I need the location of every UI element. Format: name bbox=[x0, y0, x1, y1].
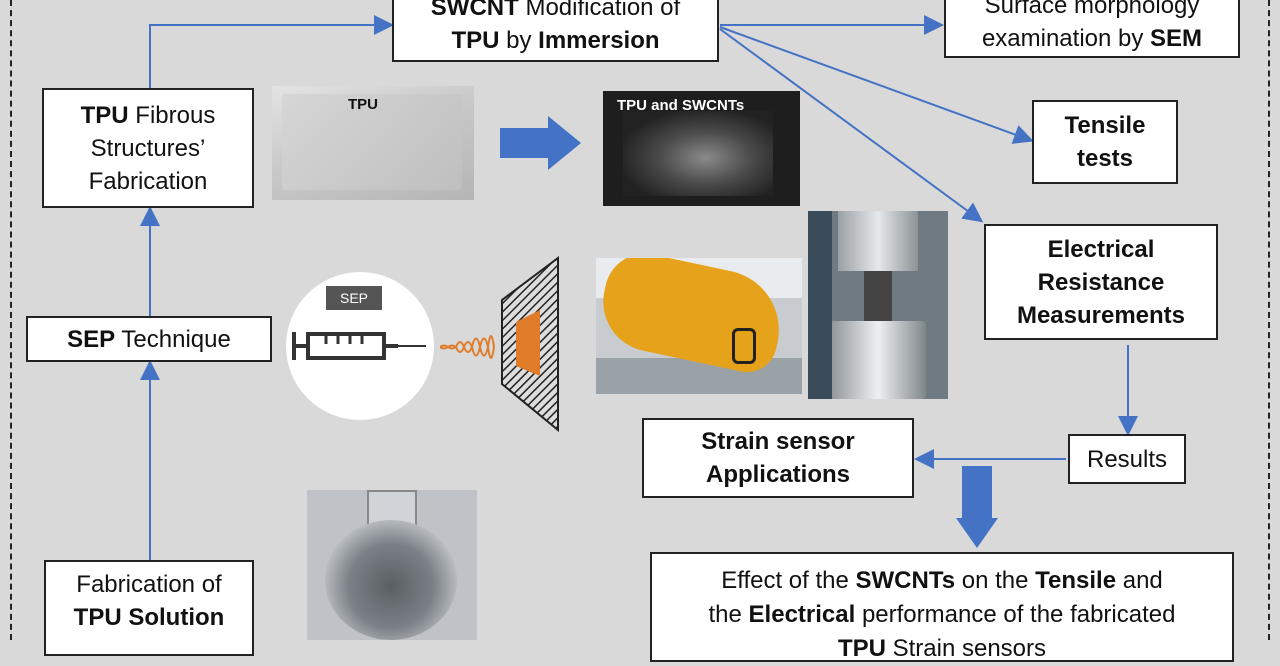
syringe-icon bbox=[292, 332, 426, 360]
box-results: Results bbox=[1068, 434, 1186, 484]
photo-glove-sensor bbox=[596, 258, 802, 394]
sep-label-badge: SEP bbox=[326, 286, 382, 310]
box-tpu-fibrous-fabrication: TPU Fibrous Structures’ Fabrication bbox=[42, 88, 254, 208]
box-tpu-solution: Fabrication of TPU Solution bbox=[44, 560, 254, 656]
box-sep-technique: SEP Technique bbox=[26, 316, 272, 362]
arrow-swcnt-to-electrical bbox=[719, 28, 984, 223]
photo-tpu-swcnt-label: TPU and SWCNTs bbox=[617, 97, 745, 114]
photo-tensile-machine bbox=[808, 211, 948, 399]
arrow-fibrous-to-swcnt bbox=[149, 15, 394, 88]
photo-tpu-film: TPU bbox=[272, 86, 474, 200]
box-strain-sensor-applications: Strain sensor Applications bbox=[642, 418, 914, 498]
frame-left-border bbox=[10, 0, 12, 640]
block-arrow-right bbox=[500, 116, 581, 170]
box-electrical-resistance: Electrical Resistance Measurements bbox=[984, 224, 1218, 340]
block-arrow-down bbox=[956, 466, 998, 548]
photo-tpu-solution-flask bbox=[307, 490, 477, 640]
frame-right-border bbox=[1268, 0, 1270, 640]
box-tensile-tests: Tensile tests bbox=[1032, 100, 1178, 184]
arrow-swcnt-to-tensile bbox=[719, 26, 1034, 144]
photo-tpu-swcnt: TPU and SWCNTs bbox=[603, 91, 800, 206]
box-sem: Surface morphology examination by SEM bbox=[944, 0, 1240, 58]
sep-syringe-circle: SEP bbox=[286, 272, 434, 420]
electrospray-wave-icon bbox=[440, 335, 495, 359]
box-swcnt-modification: SWCNT Modification of TPU by Immersion bbox=[392, 0, 719, 62]
box-effect-summary: Effect of the SWCNTs on the Tensile and … bbox=[650, 552, 1234, 662]
photo-tpu-label: TPU bbox=[348, 96, 378, 113]
collector-plate-icon bbox=[501, 256, 559, 432]
connector-arrows bbox=[140, 15, 1138, 560]
